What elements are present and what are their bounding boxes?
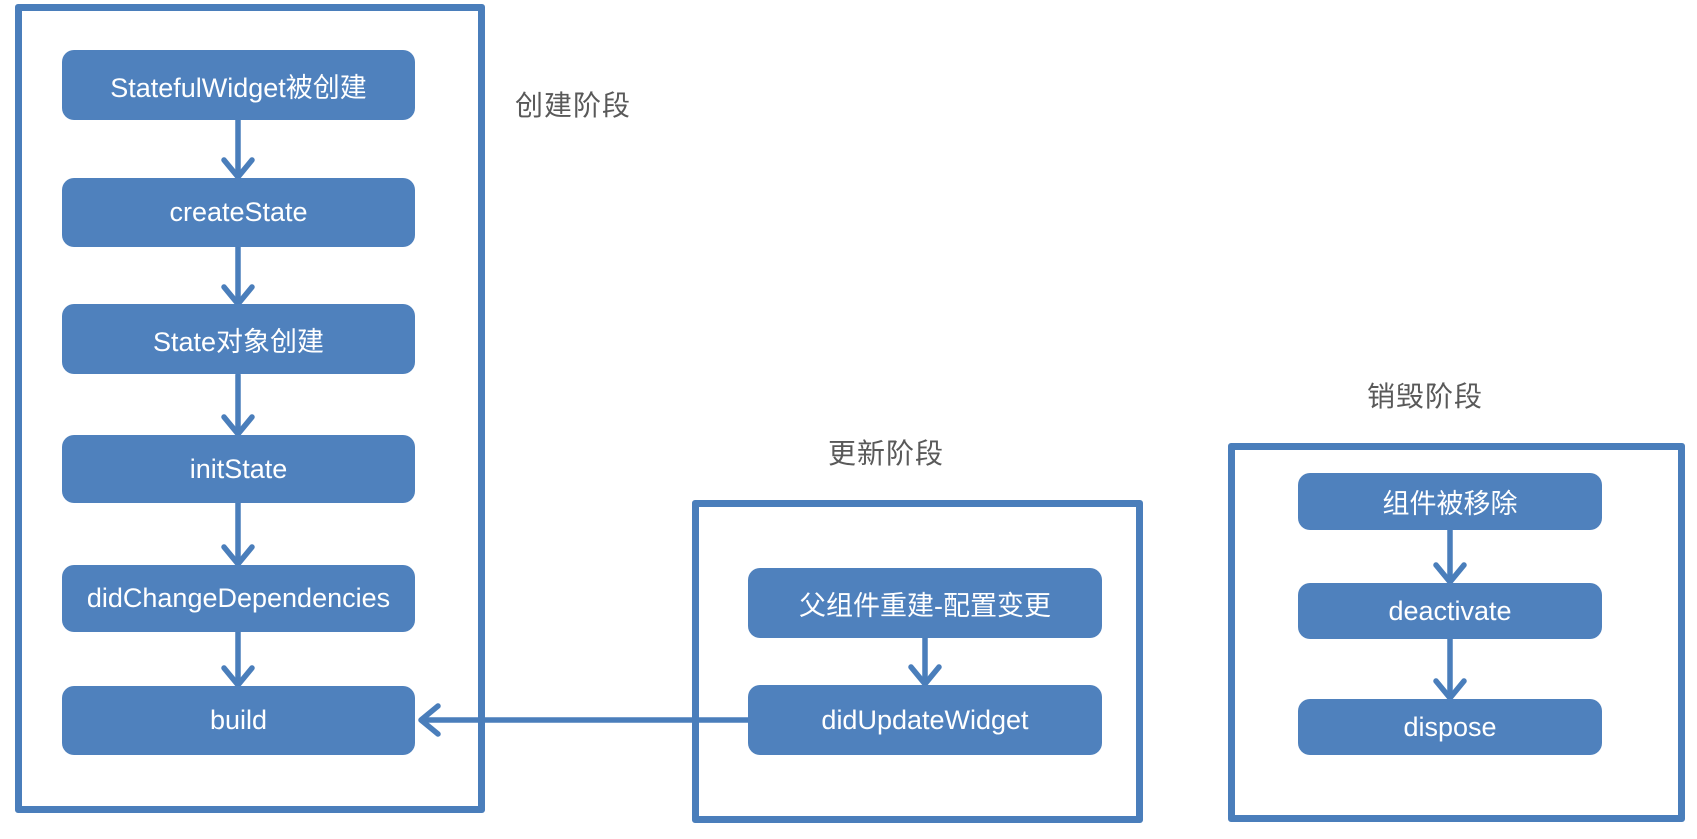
node-didchangedependencies: didChangeDependencies <box>62 565 415 632</box>
node-createstate: createState <box>62 178 415 247</box>
node-state-object-created: State对象创建 <box>62 304 415 374</box>
node-component-removed: 组件被移除 <box>1298 473 1602 530</box>
node-dispose: dispose <box>1298 699 1602 755</box>
node-initstate: initState <box>62 435 415 503</box>
node-parent-rebuild-config-change: 父组件重建-配置变更 <box>748 568 1102 638</box>
group-creation-container <box>15 4 485 813</box>
node-build: build <box>62 686 415 755</box>
node-didupdatewidget: didUpdateWidget <box>748 685 1102 755</box>
group-update-container <box>692 500 1143 823</box>
node-statefulwidget-created: StatefulWidget被创建 <box>62 50 415 120</box>
group-update-label: 更新阶段 <box>828 438 945 469</box>
node-deactivate: deactivate <box>1298 583 1602 639</box>
group-destroy-container <box>1228 443 1685 822</box>
group-creation-label: 创建阶段 <box>515 90 632 121</box>
group-destroy-label: 销毁阶段 <box>1367 381 1484 412</box>
